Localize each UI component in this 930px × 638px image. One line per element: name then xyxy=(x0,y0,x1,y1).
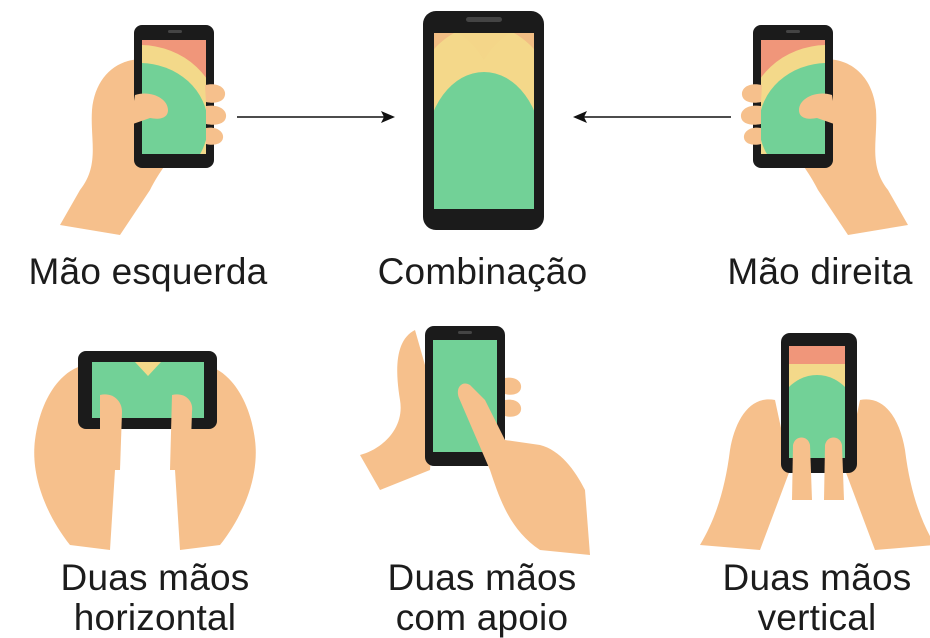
label-right-hand: Mão direita xyxy=(727,251,913,292)
label-two-hands-support: Duas mãos com apoio xyxy=(387,557,577,638)
two-hands-vertical-phone-icon xyxy=(700,333,930,550)
label-combination: Combinação xyxy=(377,251,588,292)
left-hand-holding-phone-icon xyxy=(60,25,227,236)
two-hands-supported-phone-icon xyxy=(360,326,590,555)
label-left-hand: Mão esquerda xyxy=(28,251,268,292)
arrow-left-icon xyxy=(573,111,731,123)
right-hand-holding-phone-icon xyxy=(740,25,908,236)
label-two-hands-horizontal: Duas mãos horizontal xyxy=(60,557,250,638)
label-two-hands-vertical: Duas mãos vertical xyxy=(722,557,912,638)
combined-phone-zones-icon xyxy=(423,11,544,230)
two-hands-horizontal-phone-icon xyxy=(34,351,256,550)
arrow-right-icon xyxy=(237,111,395,123)
